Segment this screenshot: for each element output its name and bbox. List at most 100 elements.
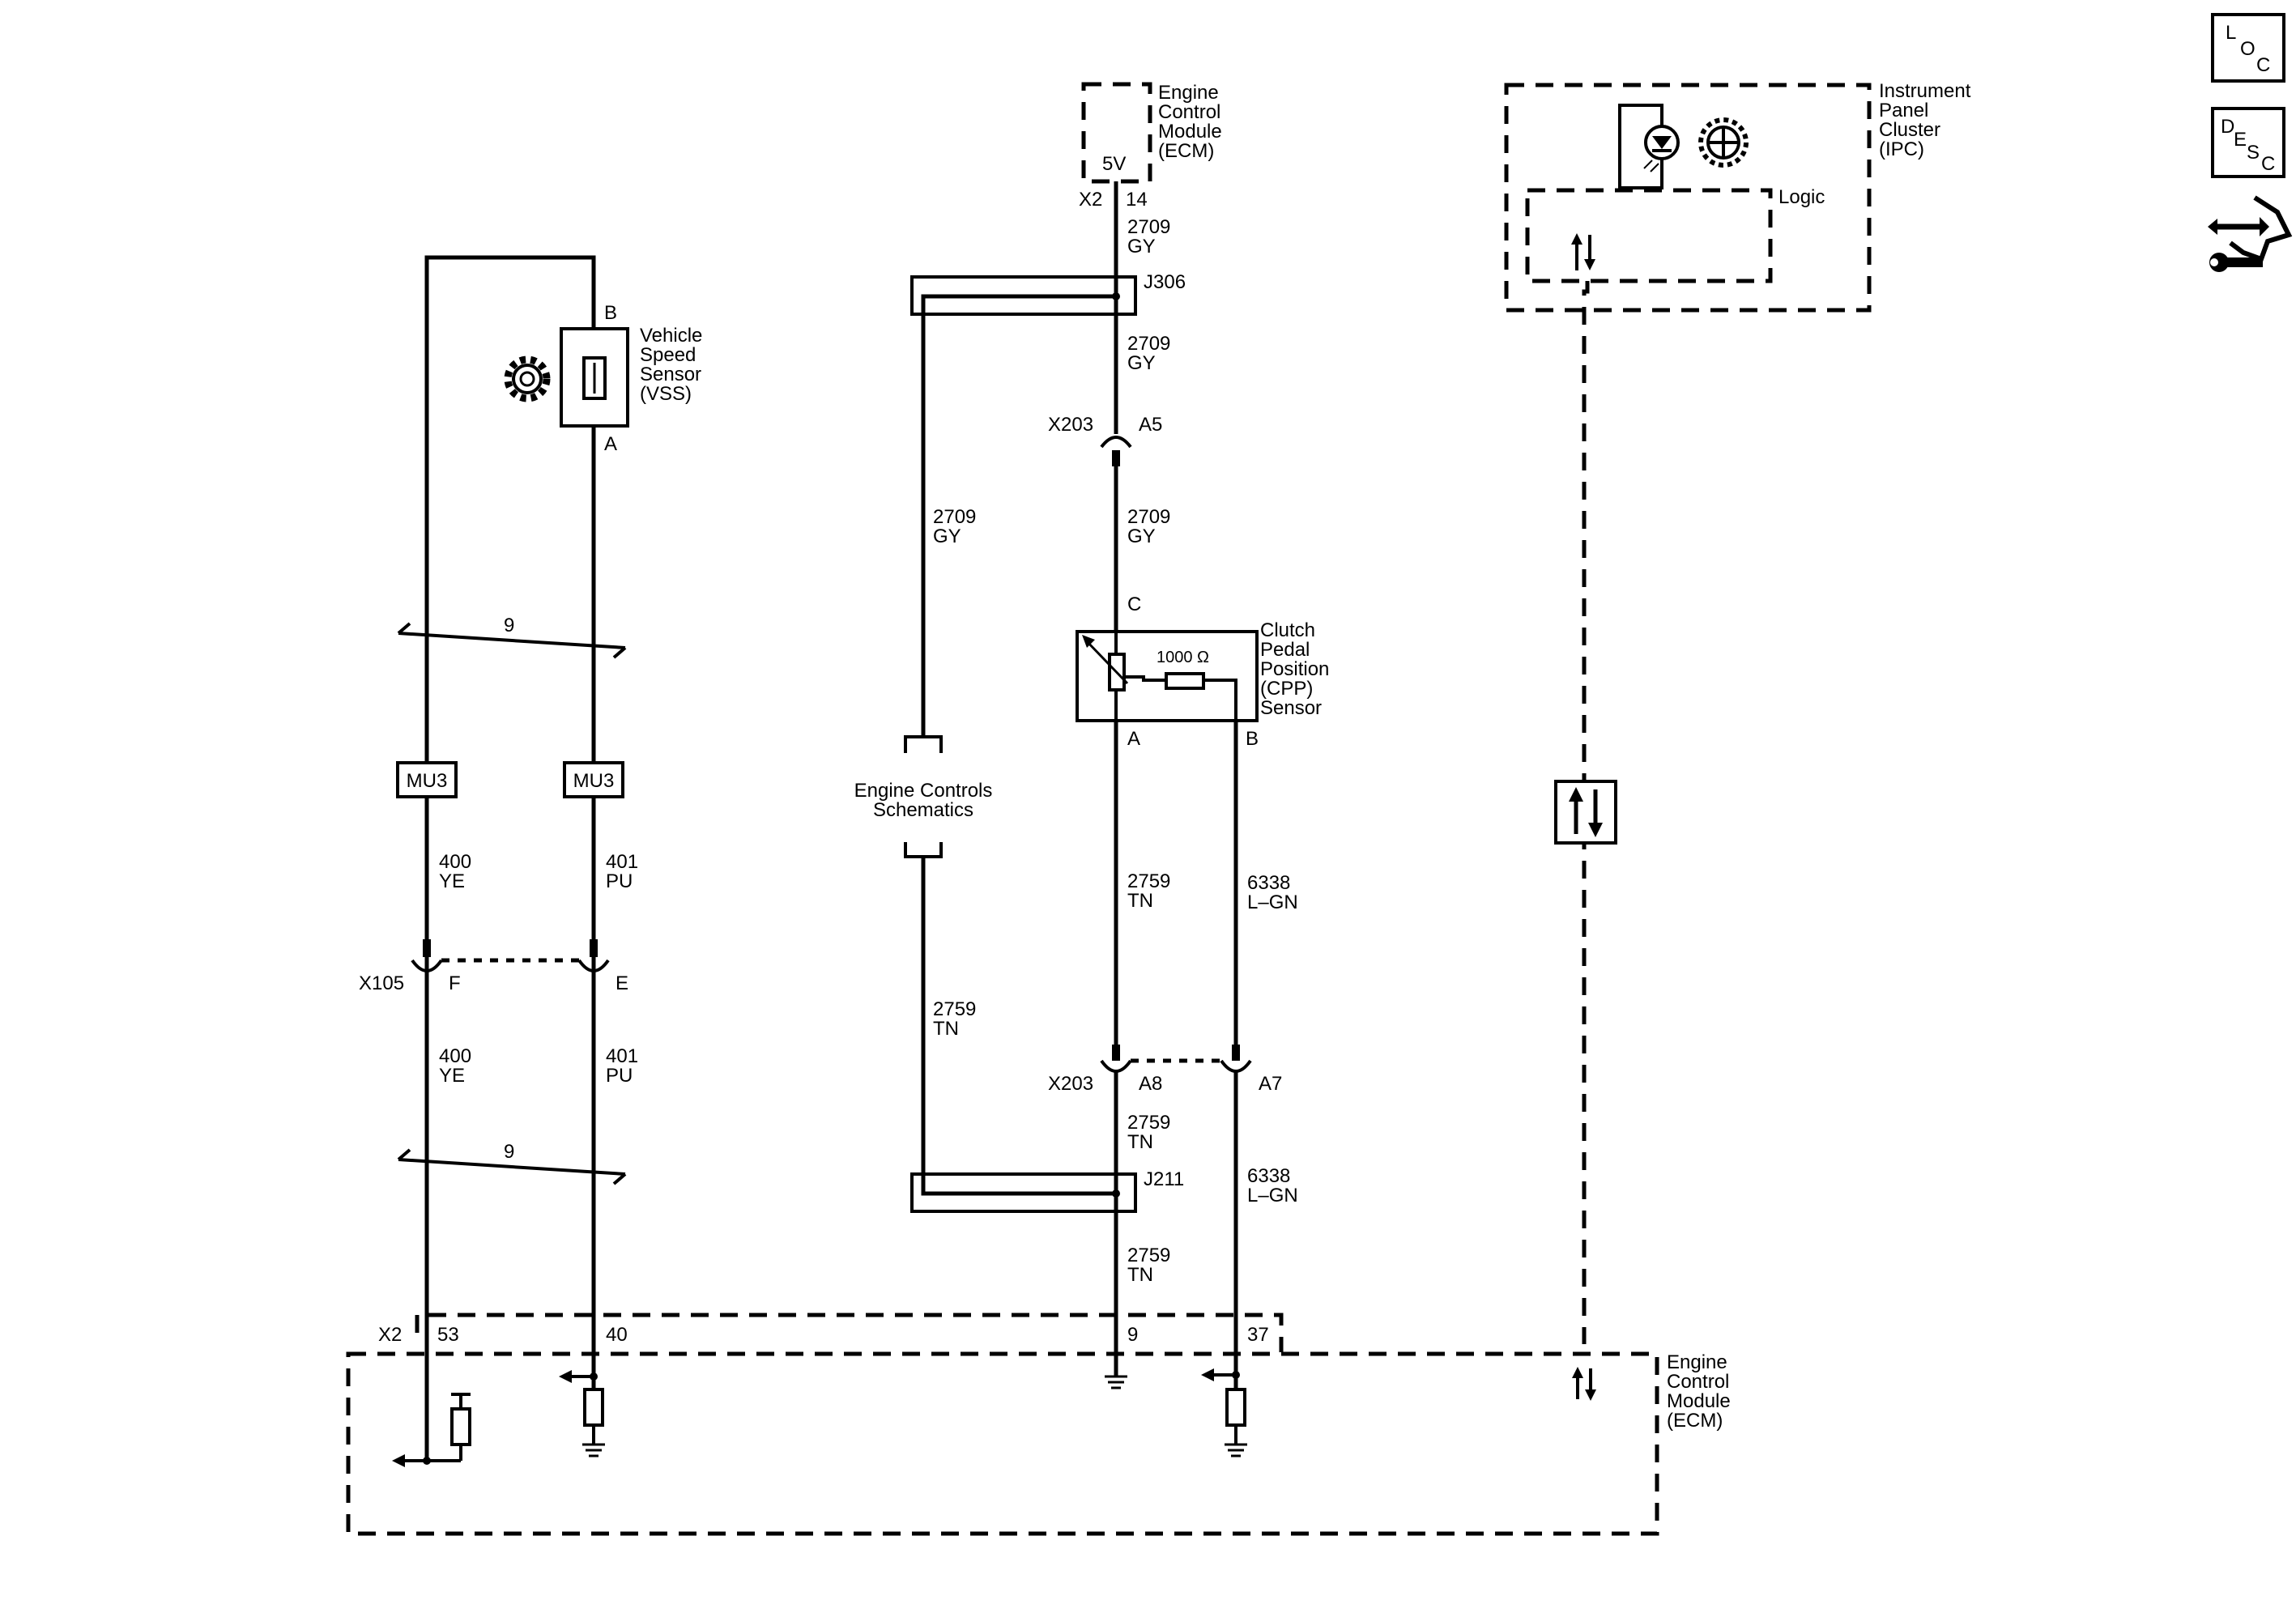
pin40-resistor-icon bbox=[583, 1388, 604, 1427]
wire-gy-label-1: GY bbox=[1127, 236, 1156, 257]
ipc-label-2: Panel bbox=[1879, 100, 1928, 121]
wire-2709-label-2: 2709 bbox=[1127, 333, 1170, 355]
wire-401-label-a: 401 bbox=[606, 851, 638, 873]
desc-letter-s: S bbox=[2247, 142, 2260, 164]
ecm-pin-37: 37 bbox=[1247, 1324, 1269, 1346]
wire-tn-label-2: TN bbox=[1127, 1131, 1153, 1153]
splice-j211-label: J211 bbox=[1144, 1168, 1184, 1190]
ecm-bottom-label-3: Module bbox=[1667, 1390, 1731, 1412]
x105-label: X105 bbox=[359, 972, 404, 994]
wire-2759-label-1: 2759 bbox=[1127, 870, 1170, 892]
cpp-label-1: Clutch bbox=[1260, 619, 1315, 641]
x203-a8-a7-connector: X203 A8 A7 bbox=[1048, 1045, 1282, 1095]
wire-break-top: 9 bbox=[397, 615, 627, 659]
cpp-label-5: Sensor bbox=[1260, 697, 1322, 719]
vss-label-2: Speed bbox=[640, 344, 696, 366]
x203-pin-a7: A7 bbox=[1259, 1073, 1282, 1095]
cpp-label-3: Position bbox=[1260, 658, 1329, 680]
mu3-left-label: MU3 bbox=[407, 770, 448, 792]
mu3-left: MU3 bbox=[396, 761, 458, 798]
loc-letter-o: O bbox=[2240, 38, 2256, 60]
x203-label-bottom: X203 bbox=[1048, 1073, 1093, 1095]
ecm-top-label-2: Control bbox=[1158, 101, 1220, 123]
ecm-serial-data-arrows-icon bbox=[1572, 1367, 1596, 1401]
vss-pin-a: A bbox=[604, 433, 617, 455]
serial-data-bidirectional-icon bbox=[1554, 780, 1617, 845]
pin37-resistor-icon bbox=[1225, 1388, 1246, 1427]
x203-pin-a5: A5 bbox=[1139, 414, 1162, 436]
wire-lgn-label-2: L–GN bbox=[1247, 1185, 1298, 1206]
desc-letter-e: E bbox=[2234, 129, 2247, 151]
ecm-pin40-circuit bbox=[559, 1333, 605, 1457]
wire-lgn-label-1: L–GN bbox=[1247, 891, 1298, 913]
ecm-pin-9: 9 bbox=[1127, 1324, 1138, 1346]
wire-6338-label-2: 6338 bbox=[1247, 1165, 1290, 1187]
ecm-pin37-circuit bbox=[1201, 1368, 1247, 1457]
wire-2759-label-3: 2759 bbox=[1127, 1245, 1170, 1266]
cpp-pin-a: A bbox=[1127, 728, 1140, 750]
wire-pu-label-b: PU bbox=[606, 1065, 633, 1087]
wire-break-bottom: 9 bbox=[397, 1141, 627, 1185]
ecm-top-label-1: Engine bbox=[1158, 82, 1219, 104]
desc-button[interactable]: D E S C bbox=[2211, 107, 2285, 178]
cpp-sensor: C Clutch Pedal Position (CPP) Sensor 100… bbox=[1076, 594, 1329, 750]
ecm-top-label-3: Module bbox=[1158, 121, 1222, 143]
splice-j306: J306 bbox=[910, 271, 1186, 316]
cpp-pin-b: B bbox=[1246, 728, 1259, 750]
wire-gy-label-2: GY bbox=[1127, 352, 1156, 374]
wire-2709-label-ecs: 2709 bbox=[933, 506, 976, 528]
splice-j211: J211 bbox=[910, 1168, 1184, 1213]
cpp-pin-c: C bbox=[1127, 594, 1141, 615]
ecm-bottom-label-4: (ECM) bbox=[1667, 1410, 1723, 1432]
ipc-label-4: (IPC) bbox=[1879, 138, 1924, 160]
ecm-pin-53: 53 bbox=[437, 1324, 459, 1346]
wire-ye-label-b: YE bbox=[439, 1065, 465, 1087]
wire-gy-label-3: GY bbox=[1127, 526, 1156, 547]
wire-2759-label-2: 2759 bbox=[1127, 1112, 1170, 1134]
ecm-bottom-module: X2 53 40 9 37 Engine Control Module (ECM… bbox=[346, 1313, 1731, 1536]
x105-pin-e: E bbox=[616, 972, 628, 994]
ecm-top-voltage: 5V bbox=[1102, 153, 1126, 175]
speedometer-gear-icon bbox=[1698, 117, 1749, 168]
vss-label-1: Vehicle bbox=[640, 325, 702, 347]
ipc-label-1: Instrument bbox=[1879, 80, 1971, 102]
x203-pin-a8: A8 bbox=[1139, 1073, 1162, 1095]
wire-400-label-b: 400 bbox=[439, 1045, 471, 1067]
vss-sensor: B A Vehicle Speed Sensor (VSS) bbox=[560, 302, 702, 455]
mu3-right: MU3 bbox=[563, 761, 624, 798]
mu3-right-label: MU3 bbox=[573, 770, 615, 792]
vss-pin-b: B bbox=[604, 302, 617, 324]
vss-gear-icon bbox=[504, 355, 551, 402]
wire-2759-label-ecs: 2759 bbox=[933, 998, 976, 1020]
wire-tn-label-ecs: TN bbox=[933, 1018, 959, 1040]
loc-button[interactable]: L O C bbox=[2211, 13, 2285, 83]
cpp-label-2: Pedal bbox=[1260, 639, 1310, 661]
ipc-logic-label: Logic bbox=[1778, 186, 1825, 208]
cpp-label-4: (CPP) bbox=[1260, 678, 1313, 700]
repair-tools-icon[interactable] bbox=[2208, 195, 2293, 272]
ecm-pin53-circuit bbox=[392, 1333, 471, 1467]
wire-2709-label-1: 2709 bbox=[1127, 216, 1170, 238]
ecm-bottom-connector: X2 bbox=[378, 1324, 402, 1346]
engine-controls-schematics-ref: Engine Controls Schematics bbox=[854, 735, 993, 858]
splice-j306-label: J306 bbox=[1144, 271, 1186, 293]
pullup-resistor-icon bbox=[450, 1407, 471, 1446]
wire-2709-label-3: 2709 bbox=[1127, 506, 1170, 528]
ipc-module: Instrument Panel Cluster (IPC) Logic bbox=[1504, 80, 1971, 313]
break-count-top: 9 bbox=[504, 615, 514, 636]
x203-label-top: X203 bbox=[1048, 414, 1093, 436]
ecm-top-pin: 14 bbox=[1126, 189, 1148, 211]
loc-letter-c: C bbox=[2256, 54, 2270, 76]
ecm-top-module: Engine Control Module (ECM) 5V X2 14 bbox=[1079, 82, 1222, 211]
x105-pin-f: F bbox=[449, 972, 461, 994]
engine-controls-label-1: Engine Controls bbox=[854, 780, 993, 802]
wire-gy-label-ecs: GY bbox=[933, 526, 961, 547]
desc-letter-d: D bbox=[2221, 116, 2234, 138]
ecm-pin9-ground bbox=[1105, 1375, 1127, 1389]
wire-401-label-b: 401 bbox=[606, 1045, 638, 1067]
vss-label-4: (VSS) bbox=[640, 383, 692, 405]
engine-controls-label-2: Schematics bbox=[873, 799, 973, 821]
wire-400-label-a: 400 bbox=[439, 851, 471, 873]
ecm-pin-40: 40 bbox=[606, 1324, 628, 1346]
